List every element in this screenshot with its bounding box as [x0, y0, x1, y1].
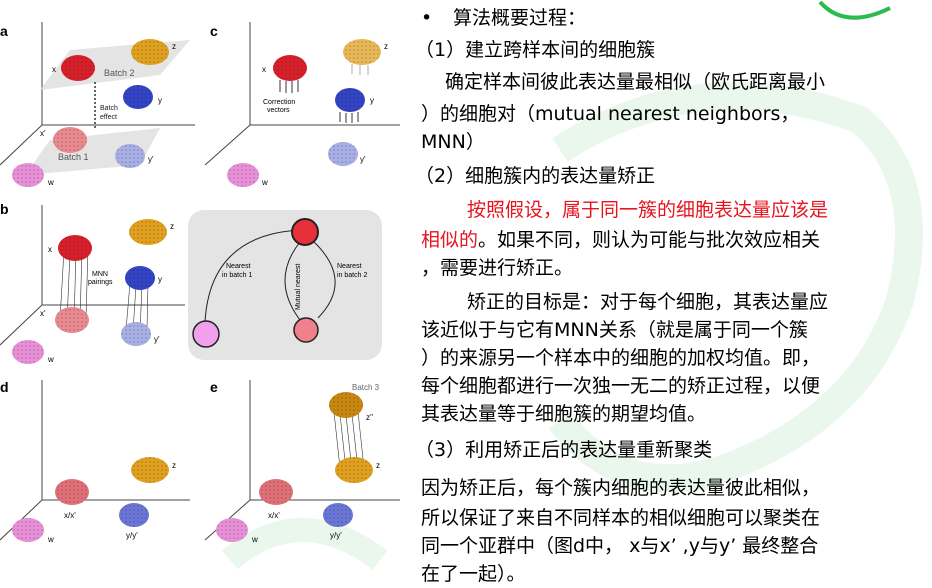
label-yy-d: y/y': [126, 531, 138, 540]
batch2-label: Batch 2: [104, 68, 135, 78]
label-y-c: y: [370, 96, 374, 105]
mnn-label-2: pairings: [88, 279, 113, 286]
label-zpp-e: z'': [366, 413, 374, 422]
label-yy-e: y/y': [330, 531, 342, 540]
label-xx-d: x/x': [64, 511, 76, 520]
mnn-label-1: MNN: [92, 271, 108, 278]
step1-line2: ）的细胞对（mutual nearest neighbors，: [421, 103, 800, 125]
node-pink: [192, 320, 220, 348]
step2-line8: 其表达量等于细胞簇的期望均值。: [421, 403, 707, 425]
nearest-b2-label-2: in batch 2: [337, 272, 367, 279]
step2-line3: ，需要进行矫正。: [421, 257, 574, 279]
bullet: •: [421, 7, 433, 29]
panel-label-c: c: [210, 23, 218, 39]
panel-label-b: b: [0, 201, 9, 217]
label-w-e: w: [251, 535, 258, 544]
batch-effect-label-1: Batch: [100, 105, 118, 112]
label-x-b: x: [48, 245, 52, 254]
step3-heading: （3）利用矫正后的表达量重新聚类: [415, 439, 713, 461]
step2-highlight-2: 相似的: [421, 229, 479, 251]
nearest-b1-label-2: in batch 1: [222, 272, 252, 279]
label-y-b: y: [158, 275, 162, 284]
label-w-b: w: [47, 355, 54, 364]
correction-vectors: [279, 64, 369, 123]
panel-b: b MNN pairings x z y x' y' w: [0, 201, 185, 364]
label-w-a: w: [47, 178, 54, 187]
label-xp-b: x': [40, 309, 46, 318]
step3-line3: 同一个亚群中（图d中， x与x’ ,y与y’ 最终整合: [421, 535, 819, 557]
correction-label-2: vectors: [267, 107, 290, 114]
mnn-figure: a Batch 2 Batch 1 Batch effect x z y x' …: [0, 22, 400, 544]
panel-label-a: a: [0, 23, 8, 39]
panel-d: d z x/x' y/y' w: [0, 379, 190, 544]
step1-line1: 确定样本间彼此表达量最相似（欧氏距离最小: [445, 71, 826, 93]
label-y-a: y: [158, 96, 162, 105]
label-z-e: z: [376, 461, 380, 470]
panel-e: e Batch 3 z'' z x/x' y/y' w: [204, 379, 400, 544]
step2-line2-rest: 。如果不同，则认为可能与批次效应相关: [478, 229, 821, 251]
step2-line2: 相似的。如果不同，则认为可能与批次效应相关: [421, 228, 820, 252]
batch3-label: Batch 3: [352, 383, 380, 392]
label-z-b: z: [170, 222, 174, 231]
panel-a: a Batch 2 Batch 1 Batch effect x z y x' …: [0, 22, 195, 187]
mutual-nearest-inset: Nearest in batch 1 Nearest in batch 2 Mu…: [188, 210, 382, 360]
step2-highlight-1: 按照假设，属于同一簇的细胞表达量应该是: [467, 199, 829, 221]
step2-heading: （2）细胞簇内的表达量矫正: [415, 165, 656, 187]
panel-label-e: e: [210, 379, 218, 395]
step3-line2: 所以保证了来自不同样本的相似细胞可以聚类在: [421, 507, 821, 529]
step1-heading: （1）建立跨样本间的细胞簇: [415, 39, 656, 61]
label-yp-c: y': [360, 155, 366, 164]
batch1-label: Batch 1: [58, 152, 89, 162]
step2-line4: 矫正的目标是：对于每个细胞，其表达量应: [467, 291, 829, 313]
label-z-d: z: [172, 461, 176, 470]
mutual-nearest-label: Mutual nearest: [295, 264, 302, 310]
label-x-c: x: [262, 65, 266, 74]
correction-label-1: Correction: [263, 99, 295, 106]
label-z-c: z: [384, 42, 388, 51]
label-w-c: w: [261, 178, 268, 187]
algorithm-text: • 算法概要过程： （1）建立跨样本间的细胞簇 确定样本间彼此表达量最相似（欧氏…: [405, 0, 932, 588]
label-yp-a: y': [148, 155, 154, 164]
node-red: [291, 218, 319, 246]
panel-label-d: d: [0, 379, 9, 395]
nearest-b2-label-1: Nearest: [337, 263, 362, 270]
node-light-red: [293, 317, 319, 343]
step3-line1: 因为矫正后，每个簇内细胞的表达量彼此相似，: [421, 477, 821, 499]
axes-a: [0, 22, 195, 166]
nearest-b1-label-1: Nearest: [226, 263, 251, 270]
label-x-a: x: [52, 65, 56, 74]
panel-c: c Correction vectors x z y y' w: [204, 22, 400, 187]
label-z-a: z: [172, 42, 176, 51]
step2-line5: 该近似于与它有MNN关系（就是属于同一个簇: [421, 319, 808, 341]
step1-line3: MNN）: [421, 131, 485, 153]
label-xx-e: x/x': [268, 511, 280, 520]
batch-effect-label-2: effect: [100, 114, 117, 121]
step2-line6: ）的来源另一个样本中的细胞的加权均值。即，: [421, 347, 821, 369]
label-yp-b: y': [154, 335, 160, 344]
section-heading: 算法概要过程：: [453, 7, 587, 29]
label-w-d: w: [47, 535, 54, 544]
step3-line4: 在了一起）。: [421, 563, 526, 585]
step2-line7: 每个细胞都进行一次独一无二的矫正过程，以便: [421, 375, 821, 397]
label-xp-a: x': [40, 129, 46, 138]
